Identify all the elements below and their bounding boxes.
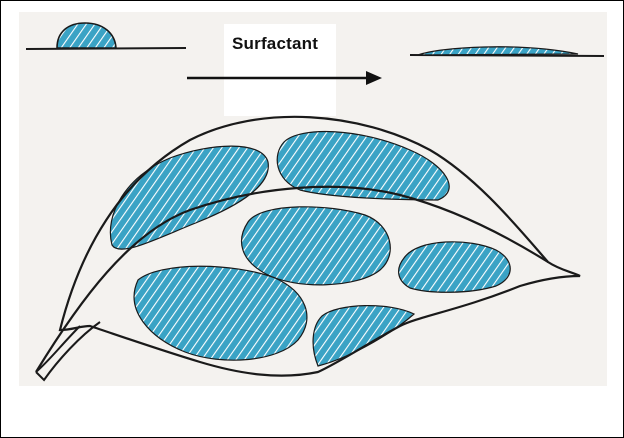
- beaded-droplet: [57, 23, 116, 48]
- leaf-stem: [36, 322, 100, 380]
- beaded-droplet-group: [26, 23, 186, 49]
- leaf-droplet-5: [134, 266, 307, 360]
- spread-droplet-group: [410, 47, 604, 56]
- leaf-group: [36, 117, 580, 380]
- surfactant-label: Surfactant: [232, 34, 318, 54]
- spread-droplet: [418, 47, 578, 55]
- spreading-arrow: [187, 71, 382, 85]
- leaf-droplet-2: [277, 132, 449, 200]
- leaf-droplet-4: [399, 242, 511, 292]
- arrow-head: [366, 71, 382, 85]
- leaf-droplet-3: [242, 207, 391, 285]
- leaf-droplet-6: [313, 306, 414, 366]
